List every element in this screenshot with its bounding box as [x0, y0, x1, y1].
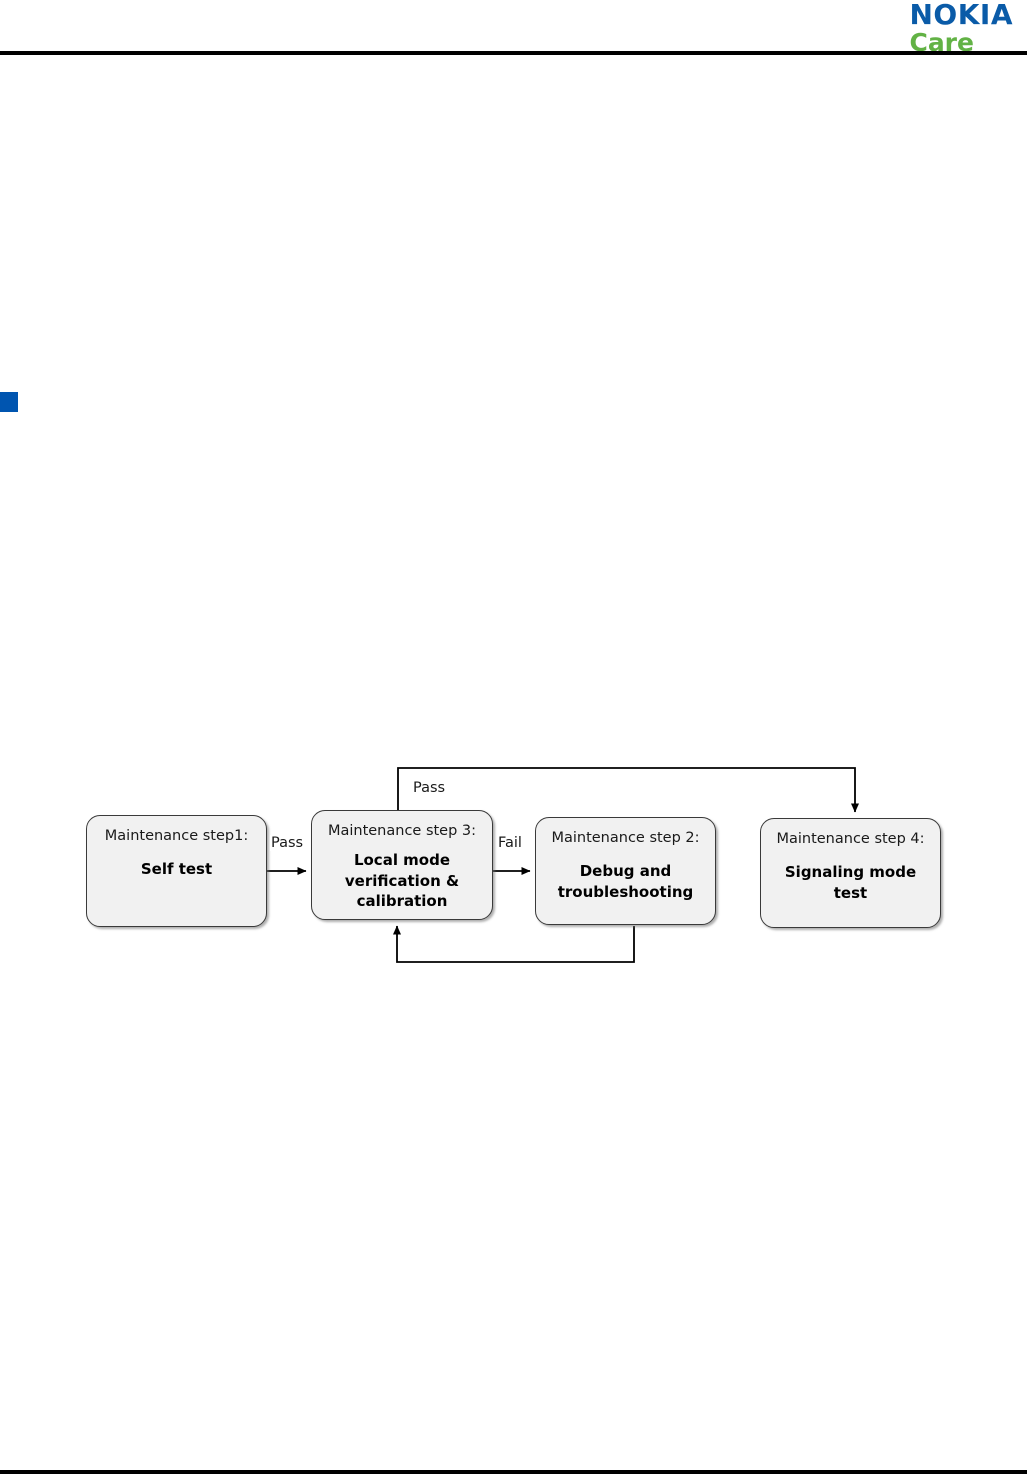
care-wordmark: Care: [909, 28, 974, 57]
flow-node-step3-title: Local mode verification & calibration: [339, 850, 465, 911]
nokia-wordmark: NOKIA: [909, 0, 1013, 31]
flow-node-step3-title-line2: verification &: [344, 871, 460, 890]
flow-node-step4-title-line2: test: [833, 883, 868, 902]
edge-label-pass-step1-step3: Pass: [270, 835, 305, 851]
flow-node-step2-caption: Maintenance step 2:: [551, 830, 700, 846]
flow-node-step4-caption: Maintenance step 4:: [776, 831, 925, 847]
flow-node-step2[interactable]: Maintenance step 2: Debug and troublesho…: [535, 817, 716, 925]
footer-divider: [0, 1470, 1027, 1474]
edge-step3-to-step4: [397, 767, 859, 813]
flow-node-step1[interactable]: Maintenance step1: Self test: [86, 815, 267, 927]
flow-node-step3[interactable]: Maintenance step 3: Local mode verificat…: [311, 810, 493, 920]
flow-node-step1-title: Self test: [140, 860, 213, 879]
header-divider: [0, 51, 1027, 55]
flow-node-step3-title-line3: calibration: [356, 891, 448, 910]
nokia-care-logo: NOKIA Care: [909, 0, 1013, 57]
flow-node-step2-title-line2: troubleshooting: [557, 882, 694, 901]
flow-node-step2-title-line1: Debug and: [579, 862, 672, 881]
flow-node-step4[interactable]: Maintenance step 4: Signaling mode test: [760, 818, 941, 928]
edge-step2-to-step3: [393, 925, 635, 963]
flow-node-step3-caption: Maintenance step 3:: [327, 823, 477, 839]
flow-node-step4-title-line1: Signaling mode: [784, 863, 917, 882]
flow-node-step1-caption: Maintenance step1:: [104, 828, 249, 844]
section-marker-square: [0, 392, 18, 412]
edge-label-pass-step3-step4: Pass: [412, 780, 447, 796]
flow-node-step2-title: Debug and troubleshooting: [552, 861, 700, 902]
flow-node-step4-title: Signaling mode test: [779, 862, 922, 903]
flow-connectors: [267, 767, 859, 963]
maintenance-flow-diagram: Maintenance step1: Self test Maintenance…: [0, 740, 1027, 990]
edge-label-fail-step3-step2: Fail: [497, 835, 523, 851]
page-header: NOKIA Care: [0, 0, 1027, 56]
flow-node-step3-title-line1: Local mode: [353, 851, 451, 870]
